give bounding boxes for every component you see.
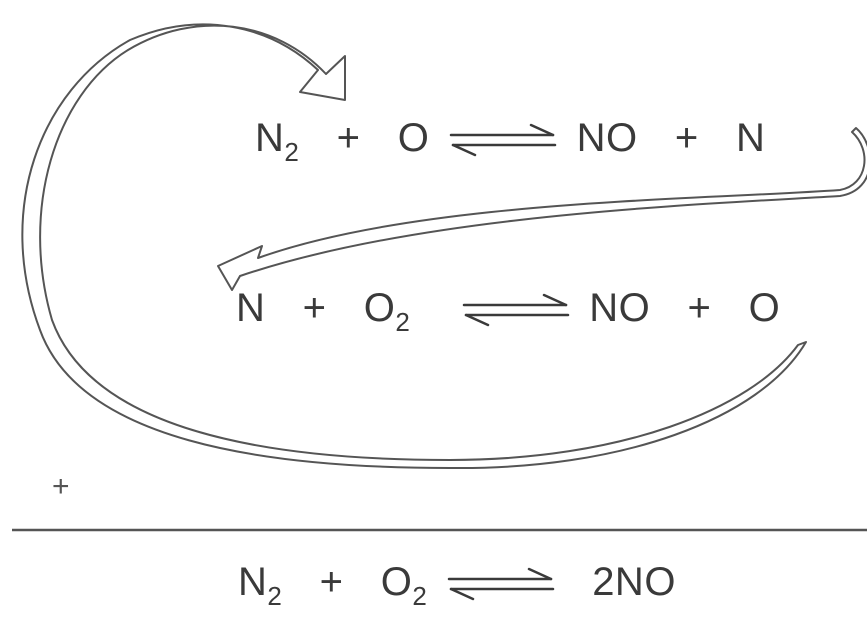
net-product: 2NO — [592, 560, 676, 604]
reaction-2: N + O2 NO + O — [236, 286, 781, 337]
reaction-2-reactant-1: N — [236, 286, 266, 330]
reaction-2-reactant-2: O2 — [363, 286, 411, 337]
reaction-2-product-1: NO — [589, 286, 651, 330]
reaction-1: N2 + O NO + N — [255, 116, 766, 167]
equilibrium-arrows-icon — [449, 124, 557, 157]
reaction-2-plus: + — [302, 286, 327, 330]
net-reactant-1: N2 — [238, 560, 283, 611]
net-reaction: N2 + O2 2NO — [238, 560, 676, 611]
reaction-2-plus-2: + — [687, 286, 712, 330]
net-plus: + — [319, 560, 344, 604]
reaction-2-product-2: O — [748, 286, 781, 330]
reaction-1-reactant-1: N2 — [255, 116, 300, 167]
reaction-1-product-1: NO — [576, 116, 638, 160]
equilibrium-arrows-icon — [462, 294, 569, 327]
cycle-arrow-outer-icon — [21, 23, 807, 470]
equilibrium-arrows-icon — [447, 568, 555, 601]
reaction-1-reactant-2: O — [397, 116, 430, 160]
reaction-1-product-2: N — [735, 116, 766, 160]
reaction-1-plus: + — [336, 116, 361, 160]
net-reactant-2: O2 — [380, 560, 428, 611]
sum-plus-label: + — [52, 470, 70, 503]
cycle-arrow-inner-icon — [217, 127, 867, 291]
reaction-1-plus-2: + — [674, 116, 699, 160]
